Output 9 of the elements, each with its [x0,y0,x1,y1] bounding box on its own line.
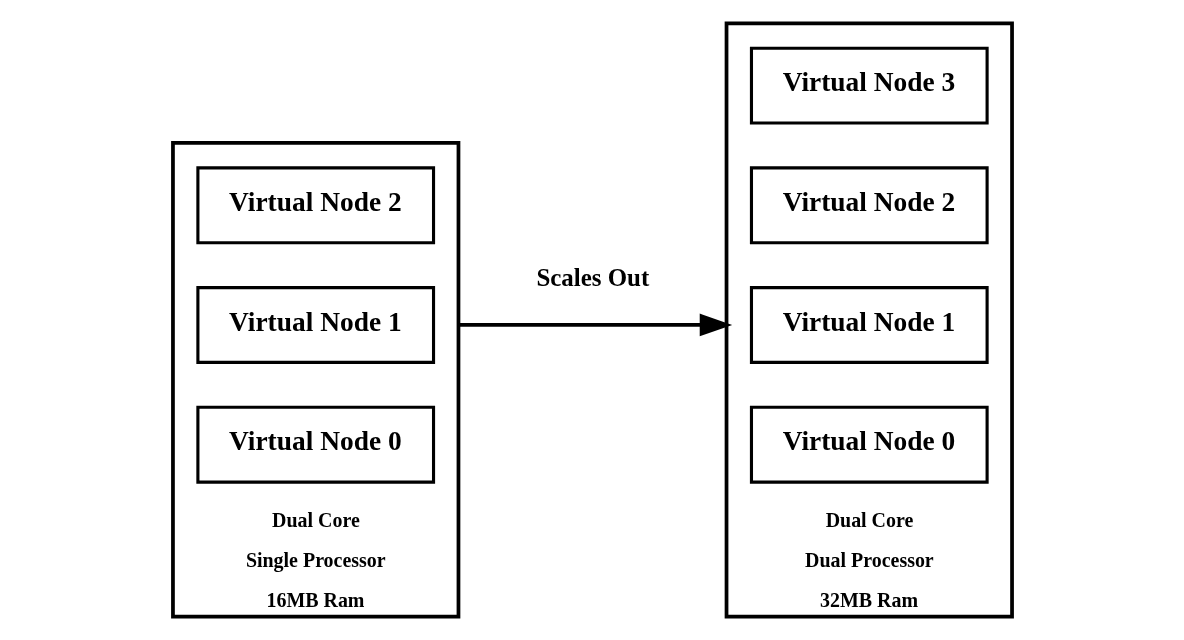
edge-label: Scales Out [535,264,649,292]
node-box: Virtual Node 1 [195,286,435,364]
node-box: Virtual Node 1 [749,286,989,364]
arrow [457,313,732,337]
node-box: Virtual Node 2 [749,166,989,245]
node-box: Virtual Node 0 [749,405,989,484]
node-box: Virtual Node 3 [749,46,989,125]
node-box: Virtual Node 2 [195,166,435,245]
node-box: Virtual Node 0 [195,405,435,484]
